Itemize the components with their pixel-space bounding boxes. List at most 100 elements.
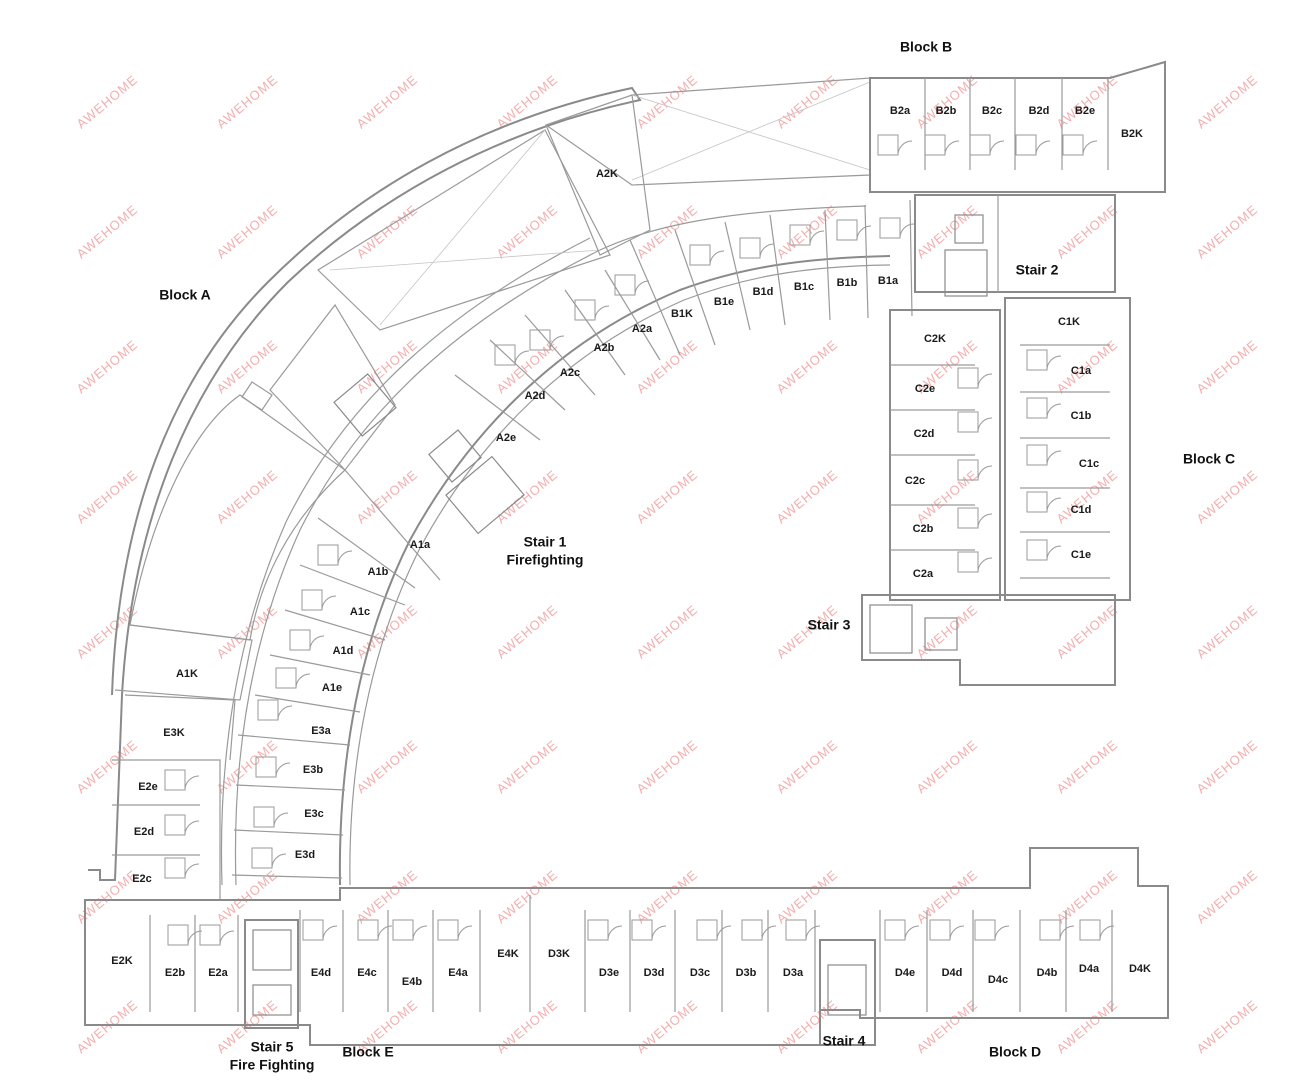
door-swing (295, 673, 311, 689)
room-D4a: D4a (1079, 963, 1100, 975)
door-swing (184, 863, 200, 879)
bathroom-pod (957, 411, 979, 433)
watermark-text: AWEHOME (494, 602, 561, 662)
bathroom-pod (574, 299, 596, 321)
watermark-text: AWEHOME (774, 737, 841, 797)
room-D3K: D3K (548, 948, 570, 960)
door-swing (412, 925, 428, 941)
bathroom-pod (1015, 134, 1037, 156)
room-D3c: D3c (690, 967, 710, 979)
watermark-text: AWEHOME (494, 202, 561, 262)
bathroom-pod (974, 919, 996, 941)
watermark-text: AWEHOME (1054, 737, 1121, 797)
bathroom-pod (1026, 444, 1048, 466)
bathroom-pod (167, 924, 189, 946)
bathroom-pod (614, 274, 636, 296)
door-swing (321, 595, 337, 611)
room-A1a: A1a (410, 539, 431, 551)
door-swing (337, 550, 353, 566)
bathroom-pod (164, 814, 186, 836)
room-B1K: B1K (671, 308, 693, 320)
room-E2e: E2e (138, 781, 158, 793)
watermark-text: AWEHOME (1054, 72, 1121, 132)
door-swing (273, 812, 289, 828)
room-B1e: B1e (714, 296, 734, 308)
door-swing (549, 335, 565, 351)
door-swing (899, 223, 915, 239)
bathroom-pod (357, 919, 379, 941)
room-B2b: B2b (936, 105, 957, 117)
room-D3d: D3d (644, 967, 665, 979)
bathroom-pod (1026, 397, 1048, 419)
bathroom-pod (587, 919, 609, 941)
watermark-text: AWEHOME (1194, 467, 1261, 527)
bathroom-pod (199, 924, 221, 946)
watermark-text: AWEHOME (74, 202, 141, 262)
room-C1a: C1a (1071, 365, 1092, 377)
stair-4-label: Stair 4 (823, 1033, 866, 1049)
watermark-text: AWEHOME (1054, 602, 1121, 662)
room-B2c: B2c (982, 105, 1002, 117)
door-swing (977, 417, 993, 433)
watermark-text: AWEHOME (1054, 997, 1121, 1057)
door-swing (1035, 140, 1051, 156)
door-swing (904, 925, 920, 941)
room-D4d: D4d (942, 967, 963, 979)
room-E2d: E2d (134, 826, 154, 838)
bathroom-pod (877, 134, 899, 156)
door-swing (1046, 355, 1062, 371)
door-swing (1099, 925, 1115, 941)
watermark-text: AWEHOME (914, 737, 981, 797)
room-A1b: A1b (368, 566, 389, 578)
block-c-label: Block C (1183, 451, 1235, 467)
watermark-text: AWEHOME (74, 72, 141, 132)
room-C1e: C1e (1071, 549, 1091, 561)
watermark-text: AWEHOME (1194, 997, 1261, 1057)
bathroom-pod (929, 919, 951, 941)
watermark-text: AWEHOME (354, 337, 421, 397)
door-swing (634, 280, 650, 296)
watermark-text: AWEHOME (1194, 72, 1261, 132)
room-C1d: C1d (1071, 504, 1092, 516)
bathroom-pod (741, 919, 763, 941)
room-C2a: C2a (913, 568, 934, 580)
door-swing (219, 930, 235, 946)
door-swing (309, 635, 325, 651)
bathroom-pod (969, 134, 991, 156)
bathroom-pod (257, 699, 279, 721)
room-E4c: E4c (357, 967, 377, 979)
bathroom-pod (957, 367, 979, 389)
stair-3-label: Stair 3 (808, 617, 851, 633)
watermark-text: AWEHOME (1054, 867, 1121, 927)
room-D4e: D4e (895, 967, 915, 979)
watermark-text: AWEHOME (634, 867, 701, 927)
stair-labels: Stair 1 Firefighting Stair 2 Stair 3 Sta… (230, 262, 1059, 1073)
room-A1d: A1d (333, 645, 354, 657)
door-swing (805, 925, 821, 941)
watermark-text: AWEHOME (214, 337, 281, 397)
room-E4b: E4b (402, 976, 422, 988)
room-A1K: A1K (176, 668, 198, 680)
bathroom-pod (884, 919, 906, 941)
bathroom-pod (301, 589, 323, 611)
door-swing (275, 762, 291, 778)
stair-1-sublabel: Firefighting (507, 552, 584, 568)
door-swing (897, 140, 913, 156)
door-swing (977, 513, 993, 529)
watermark-text: AWEHOME (494, 72, 561, 132)
room-C2d: C2d (914, 428, 935, 440)
room-E3c: E3c (304, 808, 324, 820)
door-swing (977, 373, 993, 389)
room-E3a: E3a (311, 725, 331, 737)
stair-core-icons (252, 214, 988, 1016)
room-E2a: E2a (208, 967, 228, 979)
room-D3a: D3a (783, 967, 804, 979)
stair-5-label: Stair 5 (251, 1039, 294, 1055)
watermark-layer: AWEHOME AWEHOME AWEHOME AWEHOME AWEHOME AWEHO… (74, 72, 1261, 1057)
bathroom-pod (275, 667, 297, 689)
bathroom-pod (437, 919, 459, 941)
watermark-text: AWEHOME (1194, 202, 1261, 262)
room-E2b: E2b (165, 967, 185, 979)
watermark-text: AWEHOME (74, 337, 141, 397)
